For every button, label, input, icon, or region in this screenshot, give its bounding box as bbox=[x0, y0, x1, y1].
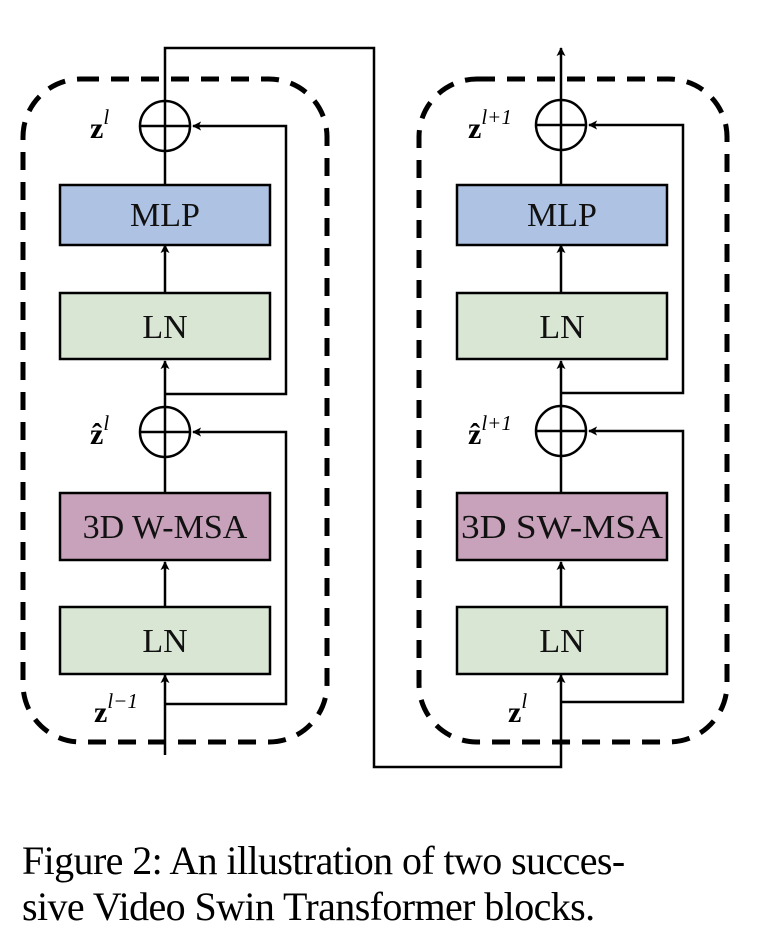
inter-block-connection bbox=[163, 46, 563, 769]
block-l-residual-1 bbox=[165, 427, 288, 706]
block-l-output-add-icon bbox=[138, 99, 192, 153]
swin-blocks-diagram: MLP LN 3D W-MSA LN zl ẑl zl−1 bbox=[20, 46, 730, 769]
block-l-plus-1-msa-label: 3D SW-MSA bbox=[461, 509, 663, 546]
block-l-plus-1: MLP LN 3D SW-MSA LN zl+1 ẑl+1 zl bbox=[416, 47, 730, 745]
block-l-plus-1-output-label: zl+1 bbox=[468, 105, 512, 145]
block-l-plus-1-output-add-icon bbox=[534, 98, 588, 152]
block-l-plus-1-msa-box bbox=[455, 491, 669, 562]
block-l-plus-1-mid-add-icon bbox=[534, 404, 588, 458]
block-l-plus-1-ln1-box bbox=[455, 605, 669, 676]
block-l-plus-1-ln2-box bbox=[455, 291, 669, 361]
block-l-output-label: zl bbox=[90, 105, 109, 145]
caption-line-2: sive Video Swin Transformer blocks. bbox=[22, 884, 595, 929]
block-l-mid-label: ẑl bbox=[90, 411, 109, 451]
block-l-plus-1-ln2-label: LN bbox=[539, 309, 584, 346]
block-l-plus-1-mlp-label: MLP bbox=[527, 197, 597, 234]
block-l-mid-add-icon bbox=[138, 405, 192, 459]
block-l-mlp-label: MLP bbox=[130, 197, 200, 234]
figure-caption: Figure 2: An illustration of two succes-… bbox=[22, 838, 762, 930]
block-l: MLP LN 3D W-MSA LN zl ẑl zl−1 bbox=[20, 46, 563, 769]
block-l-plus-1-residual-1 bbox=[561, 426, 685, 704]
block-l-plus-1-mlp-box bbox=[455, 183, 669, 247]
block-l-ln2-box bbox=[58, 291, 272, 361]
block-l-plus-1-ln1-label: LN bbox=[539, 623, 584, 660]
block-l-container bbox=[20, 76, 330, 745]
block-l-ln2-label: LN bbox=[142, 309, 187, 346]
block-l-plus-1-residual-2 bbox=[561, 120, 685, 395]
block-l-residual-2 bbox=[165, 121, 288, 396]
block-l-plus-1-input-label: zl bbox=[508, 689, 527, 729]
block-l-plus-1-mid-label: ẑl+1 bbox=[468, 411, 512, 451]
block-l-plus-1-container bbox=[416, 76, 730, 745]
block-l-ln1-label: LN bbox=[142, 623, 187, 660]
block-l-mlp-box bbox=[58, 183, 272, 247]
block-l-msa-label: 3D W-MSA bbox=[83, 509, 248, 546]
caption-line-1: Figure 2: An illustration of two succes- bbox=[22, 838, 625, 883]
block-l-msa-box bbox=[58, 491, 272, 562]
block-l-input-label: zl−1 bbox=[94, 689, 138, 729]
block-l-ln1-box bbox=[58, 605, 272, 676]
